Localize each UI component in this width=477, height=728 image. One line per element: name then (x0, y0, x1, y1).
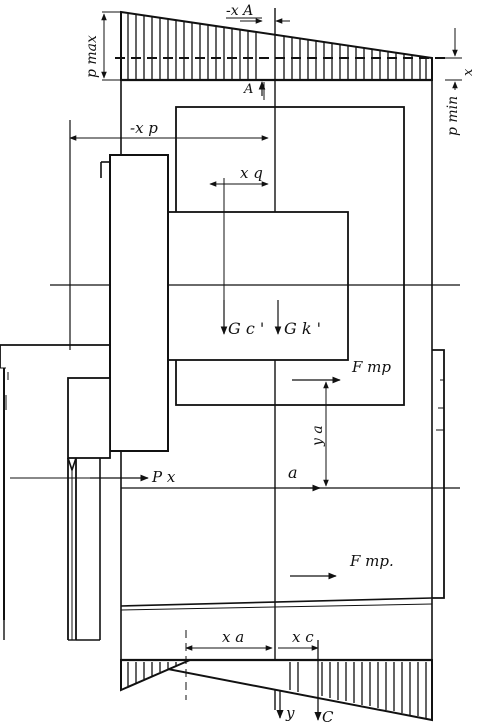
p-max-label: p max (84, 35, 100, 78)
c-label: C (322, 708, 334, 726)
f-tr-upper-label: F mp (351, 358, 391, 376)
p-min-label: p min (445, 96, 461, 136)
x-axis-label: x (461, 68, 476, 76)
top-pressure-diagram (101, 10, 462, 90)
main-body (0, 8, 460, 720)
x-c-label: x c (292, 628, 314, 646)
g-c-label: G c ' (228, 319, 264, 338)
point-a-top-label: A (243, 82, 253, 97)
x-a-top-label: -x A (226, 3, 253, 19)
y-a-label: y a (310, 425, 326, 447)
g-k-label: G k ' (284, 319, 321, 338)
p-x-label: P x (151, 468, 176, 486)
x-p-label: -x p (130, 119, 158, 137)
bottom-pressure-diagram (120, 630, 433, 722)
x-a-bottom-label: x a (222, 628, 244, 646)
y-axis-label: y (285, 704, 295, 722)
f-tr-lower-label: F mp. (349, 552, 394, 570)
point-a-low-label: a (288, 463, 298, 482)
x-q-label: x q (240, 164, 263, 182)
